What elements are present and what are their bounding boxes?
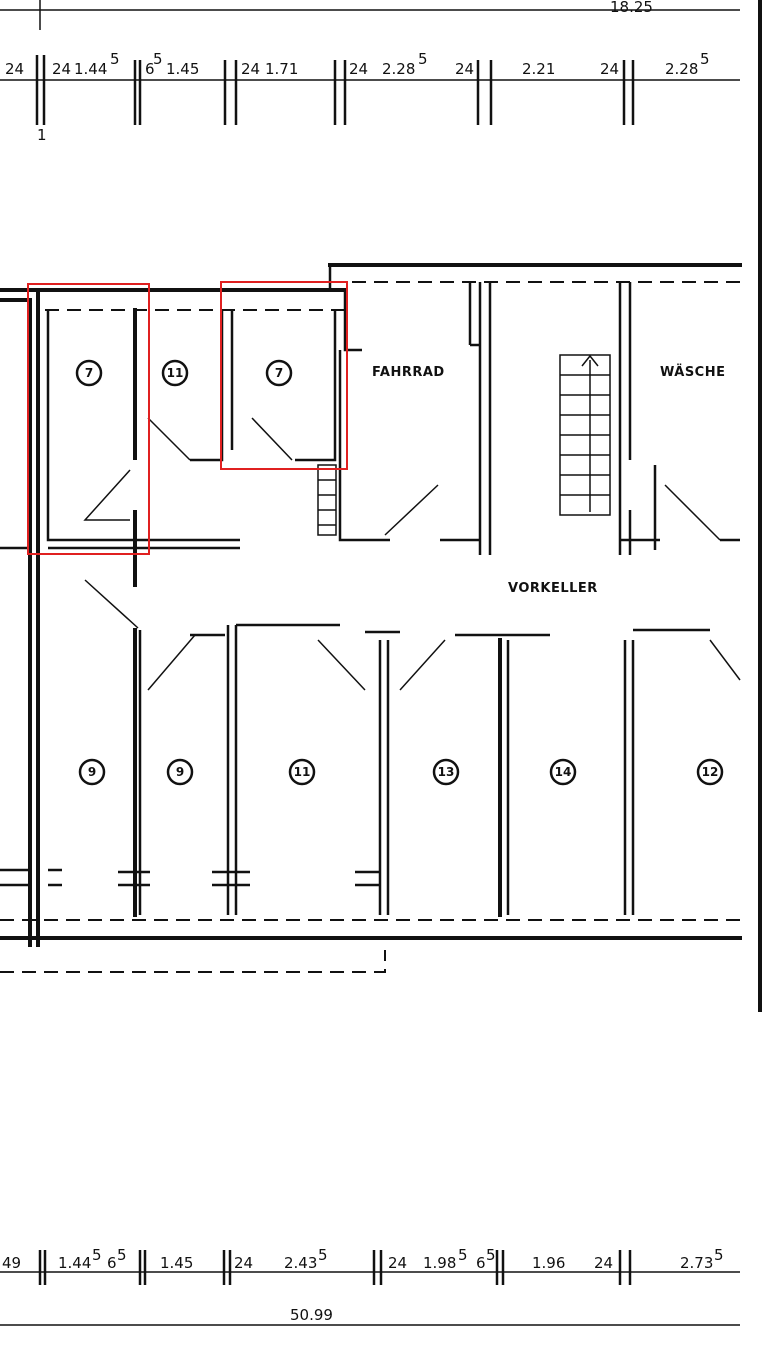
- top-total-dim: 18.25: [610, 0, 653, 16]
- dim-seg-6b: 2.21: [522, 60, 555, 78]
- svg-text:14: 14: [555, 765, 572, 779]
- svg-text:9: 9: [88, 765, 96, 779]
- bottom-dim-7: 24: [388, 1254, 407, 1272]
- bottom-total-dim: 50.99: [290, 1306, 333, 1324]
- bottom-dim-4: 1.45: [160, 1254, 193, 1272]
- dim-seg-4a: 24: [241, 60, 260, 78]
- dim-seg-6a: 24: [455, 60, 474, 78]
- svg-text:7: 7: [85, 366, 93, 380]
- bottom-dimension-chain: 49 1.44 5 6 5 1.45 24 2.43 5 24 1.98 5 6…: [0, 1246, 740, 1326]
- bottom-dim-8: 1.98: [423, 1254, 456, 1272]
- dim-seg-2-sup: 5: [110, 50, 120, 68]
- svg-text:11: 11: [294, 765, 311, 779]
- bottom-dim-6: 2.43: [284, 1254, 317, 1272]
- highlight-box-right: [220, 281, 348, 470]
- bottom-dim-2: 1.44: [58, 1254, 91, 1272]
- svg-text:12: 12: [702, 765, 719, 779]
- dim-seg-3b: 1.45: [166, 60, 199, 78]
- bottom-dim-3: 6: [107, 1254, 117, 1272]
- bottom-dim-9-sup: 5: [486, 1246, 496, 1264]
- room-number-lower-3: 11: [288, 758, 316, 786]
- room-number-lower-1: 9: [78, 758, 106, 786]
- svg-text:13: 13: [438, 765, 455, 779]
- room-label-vorkeller: VORKELLER: [508, 581, 598, 596]
- room-number-upper-1: 7: [75, 359, 103, 387]
- room-label-waesche: WÄSCHE: [660, 364, 725, 380]
- room-label-fahrrad: FAHRRAD: [372, 365, 445, 380]
- walls: [0, 263, 742, 947]
- bottom-dim-11: 24: [594, 1254, 613, 1272]
- door-swings: [83, 417, 741, 691]
- highlight-box-left: [27, 283, 150, 555]
- bottom-dim-10: 1.96: [532, 1254, 565, 1272]
- dim-seg-5b: 2.28: [382, 60, 415, 78]
- room-number-lower-5: 14: [549, 758, 577, 786]
- bottom-dim-1: 49: [2, 1254, 21, 1272]
- dim-small-mark: 1: [37, 126, 47, 144]
- bottom-dim-5: 24: [234, 1254, 253, 1272]
- dashed-boundary: [0, 950, 386, 973]
- dim-seg-7b: 2.28: [665, 60, 698, 78]
- room-number-lower-6: 12: [696, 758, 724, 786]
- room-number-lower-4: 13: [432, 758, 460, 786]
- dim-seg-5-sup: 5: [418, 50, 428, 68]
- dim-seg-1a: 24: [5, 60, 24, 78]
- svg-text:9: 9: [176, 765, 184, 779]
- dim-seg-7a: 24: [600, 60, 619, 78]
- room-number-upper-3: 7: [265, 359, 293, 387]
- svg-text:7: 7: [275, 366, 283, 380]
- bottom-dim-12: 2.73: [680, 1254, 713, 1272]
- dim-ticks: [35, 55, 635, 125]
- room-number-lower-2: 9: [166, 758, 194, 786]
- bottom-dim-3-sup: 5: [117, 1246, 127, 1264]
- dim-seg-4b: 1.71: [265, 60, 298, 78]
- dim-seg-7-sup: 5: [700, 50, 710, 68]
- bottom-dim-6-sup: 5: [318, 1246, 328, 1264]
- dim-seg-5a: 24: [349, 60, 368, 78]
- svg-text:11: 11: [167, 366, 184, 380]
- bottom-dim-12-sup: 5: [714, 1246, 724, 1264]
- dim-seg-3a: 6: [145, 60, 155, 78]
- bottom-dim-9: 6: [476, 1254, 486, 1272]
- top-dimension-chain: 18.25 24 24 1.44 5 6 5 1.45 24 1.71 24 2…: [0, 0, 740, 144]
- dim-seg-3-sup: 5: [153, 50, 163, 68]
- bottom-dim-8-sup: 5: [458, 1246, 468, 1264]
- bottom-dim-2-sup: 5: [92, 1246, 102, 1264]
- dim-seg-2b: 1.44: [74, 60, 107, 78]
- room-number-upper-2: 11: [161, 359, 189, 387]
- dim-seg-2a: 24: [52, 60, 71, 78]
